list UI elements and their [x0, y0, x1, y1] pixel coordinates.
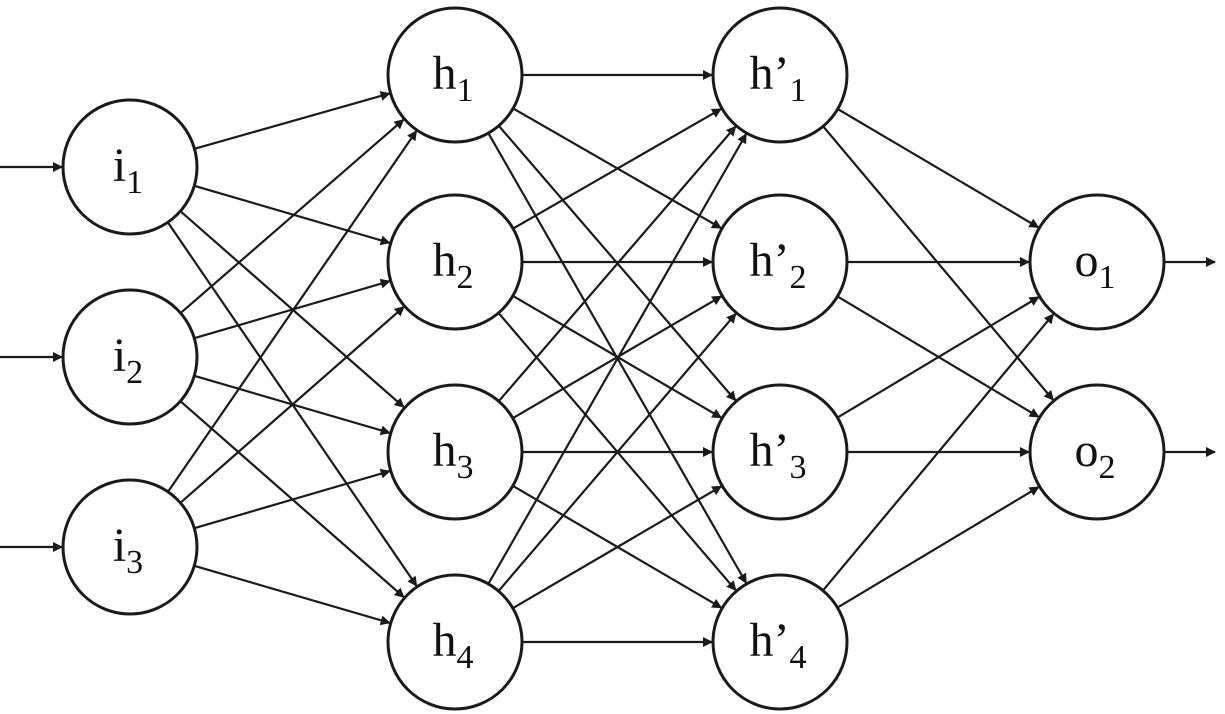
edge-i3-h1 — [167, 130, 418, 493]
node-label: o2 — [1075, 424, 1116, 486]
io-arrows — [0, 162, 1216, 552]
node-o1: o1 — [1028, 193, 1166, 331]
node-label-base: h — [433, 234, 457, 287]
edge-h2-hp1 — [512, 107, 722, 230]
node-circle — [61, 478, 199, 616]
edge-i3-h2 — [179, 305, 405, 504]
node-label-base: i — [113, 519, 126, 572]
node-circle — [711, 193, 849, 331]
node-h2: h2 — [386, 193, 524, 331]
node-label-subscript: 1 — [457, 72, 474, 109]
edge-i1-h1 — [194, 91, 391, 150]
node-label-base: h’ — [750, 424, 790, 477]
node-h1: h1 — [386, 6, 524, 144]
node-label-subscript: 1 — [126, 164, 143, 201]
node-label: h4 — [433, 614, 474, 676]
edge-i3-h4 — [193, 564, 391, 626]
node-label: h’2 — [750, 234, 807, 296]
edge-h4-hp3 — [512, 485, 723, 610]
node-circle — [386, 6, 524, 144]
node-label: h3 — [433, 424, 474, 486]
node-label-base: h’ — [750, 614, 790, 667]
node-label-base: o — [1075, 424, 1099, 477]
edge-hp4-o2 — [836, 486, 1040, 609]
node-o2: o2 — [1028, 383, 1166, 521]
node-circle — [711, 6, 849, 144]
edge-hp1-o2 — [822, 125, 1055, 401]
node-label-base: h — [433, 424, 457, 477]
node-label: h’1 — [750, 47, 807, 109]
node-label-subscript: 3 — [789, 449, 806, 486]
node-circle — [61, 98, 199, 236]
node-hp2: h’2 — [711, 193, 849, 331]
node-i3: i3 — [61, 478, 199, 616]
edge-i3-h3 — [193, 468, 391, 530]
node-hp4: h’4 — [711, 573, 849, 711]
node-circle — [386, 383, 524, 521]
node-label-base: i — [113, 329, 126, 382]
edge-hp4-o1 — [822, 313, 1055, 592]
node-label-subscript: 2 — [1099, 449, 1116, 486]
node-label-base: o — [1075, 234, 1099, 287]
edge-hp1-o1 — [837, 108, 1040, 229]
node-circle — [711, 573, 849, 711]
node-circle — [386, 573, 524, 711]
node-label-base: h — [433, 614, 457, 667]
node-circle — [1028, 193, 1166, 331]
node-circle — [711, 383, 849, 521]
node-h3: h3 — [386, 383, 524, 521]
node-label-subscript: 1 — [1099, 259, 1116, 296]
edge-i1-h2 — [193, 184, 391, 246]
node-i2: i2 — [61, 288, 199, 426]
node-label-subscript: 2 — [789, 259, 806, 296]
edge-i2-h2 — [193, 278, 391, 340]
node-label-subscript: 4 — [789, 639, 806, 676]
node-label: h’4 — [750, 614, 807, 676]
node-circle — [386, 193, 524, 331]
edge-h4-hp2 — [497, 312, 737, 592]
node-label-base: h’ — [750, 47, 790, 100]
node-label-base: i — [113, 139, 126, 192]
edge-h4-hp1 — [487, 133, 748, 585]
connections — [166, 70, 1055, 647]
node-label: h2 — [433, 234, 474, 296]
node-label-subscript: 1 — [789, 72, 806, 109]
edge-i2-h1 — [179, 118, 405, 314]
node-label-subscript: 3 — [126, 544, 143, 581]
node-label-subscript: 2 — [126, 354, 143, 391]
node-label-base: h’ — [750, 234, 790, 287]
node-label: i1 — [113, 139, 143, 201]
node-hp3: h’3 — [711, 383, 849, 521]
node-label: o1 — [1075, 234, 1116, 296]
edge-hp3-o1 — [836, 296, 1040, 419]
node-h4: h4 — [386, 573, 524, 711]
node-label: i2 — [113, 329, 143, 391]
node-label: i3 — [113, 519, 143, 581]
node-label-subscript: 3 — [457, 449, 474, 486]
node-circle — [1028, 383, 1166, 521]
node-label: h1 — [433, 47, 474, 109]
edge-h3-hp1 — [497, 125, 737, 403]
node-label-subscript: 2 — [457, 259, 474, 296]
node-circle — [61, 288, 199, 426]
node-hp1: h’1 — [711, 6, 849, 144]
node-label-subscript: 4 — [457, 639, 474, 676]
node-label: h’3 — [750, 424, 807, 486]
node-label-base: h — [433, 47, 457, 100]
node-i1: i1 — [61, 98, 199, 236]
